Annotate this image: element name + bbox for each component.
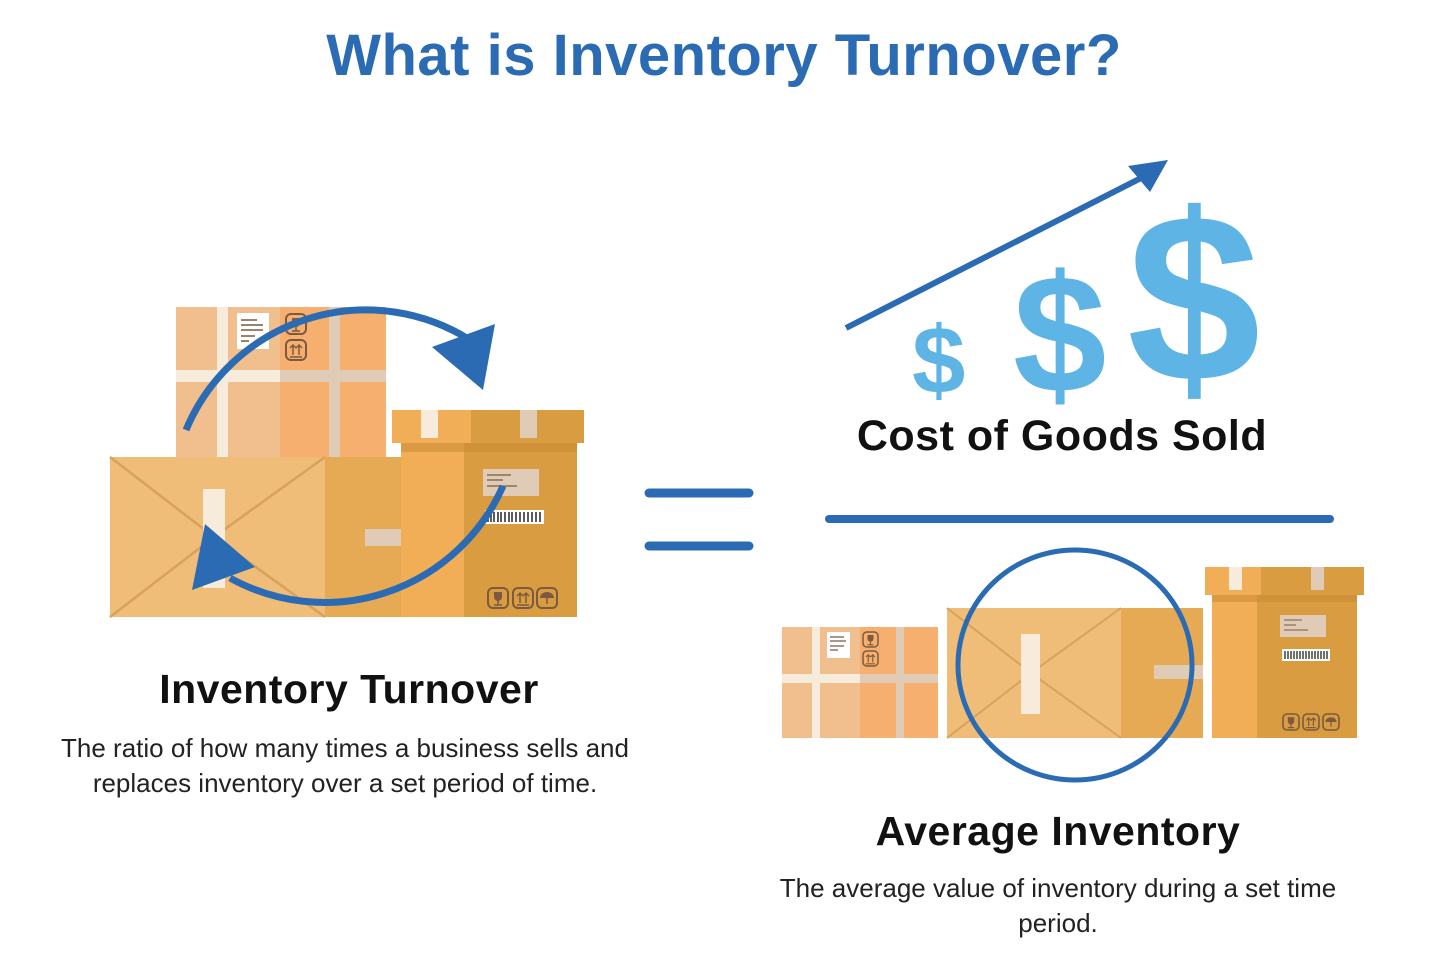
dollar-small-icon: $ — [912, 307, 966, 414]
box-row-right — [782, 567, 1364, 739]
average-inventory-description: The average value of inventory during a … — [779, 873, 1337, 938]
page-title: What is Inventory Turnover? — [326, 23, 1122, 88]
cogs-label: Cost of Goods Sold — [856, 412, 1268, 460]
inventory-turnover-heading: Inventory Turnover — [159, 666, 539, 712]
equals-sign-icon — [644, 488, 754, 551]
dollar-large-icon: $ — [1127, 164, 1261, 432]
box-stack-left — [109, 307, 584, 619]
growth-arrow-icon — [844, 160, 1168, 331]
inventory-turnover-description: The ratio of how many times a business s… — [61, 733, 629, 798]
cycle-arrows-icon — [182, 306, 507, 606]
average-inventory-heading: Average Inventory — [875, 808, 1241, 854]
highlight-circle — [955, 547, 1195, 783]
dollar-medium-icon: $ — [1013, 240, 1107, 428]
